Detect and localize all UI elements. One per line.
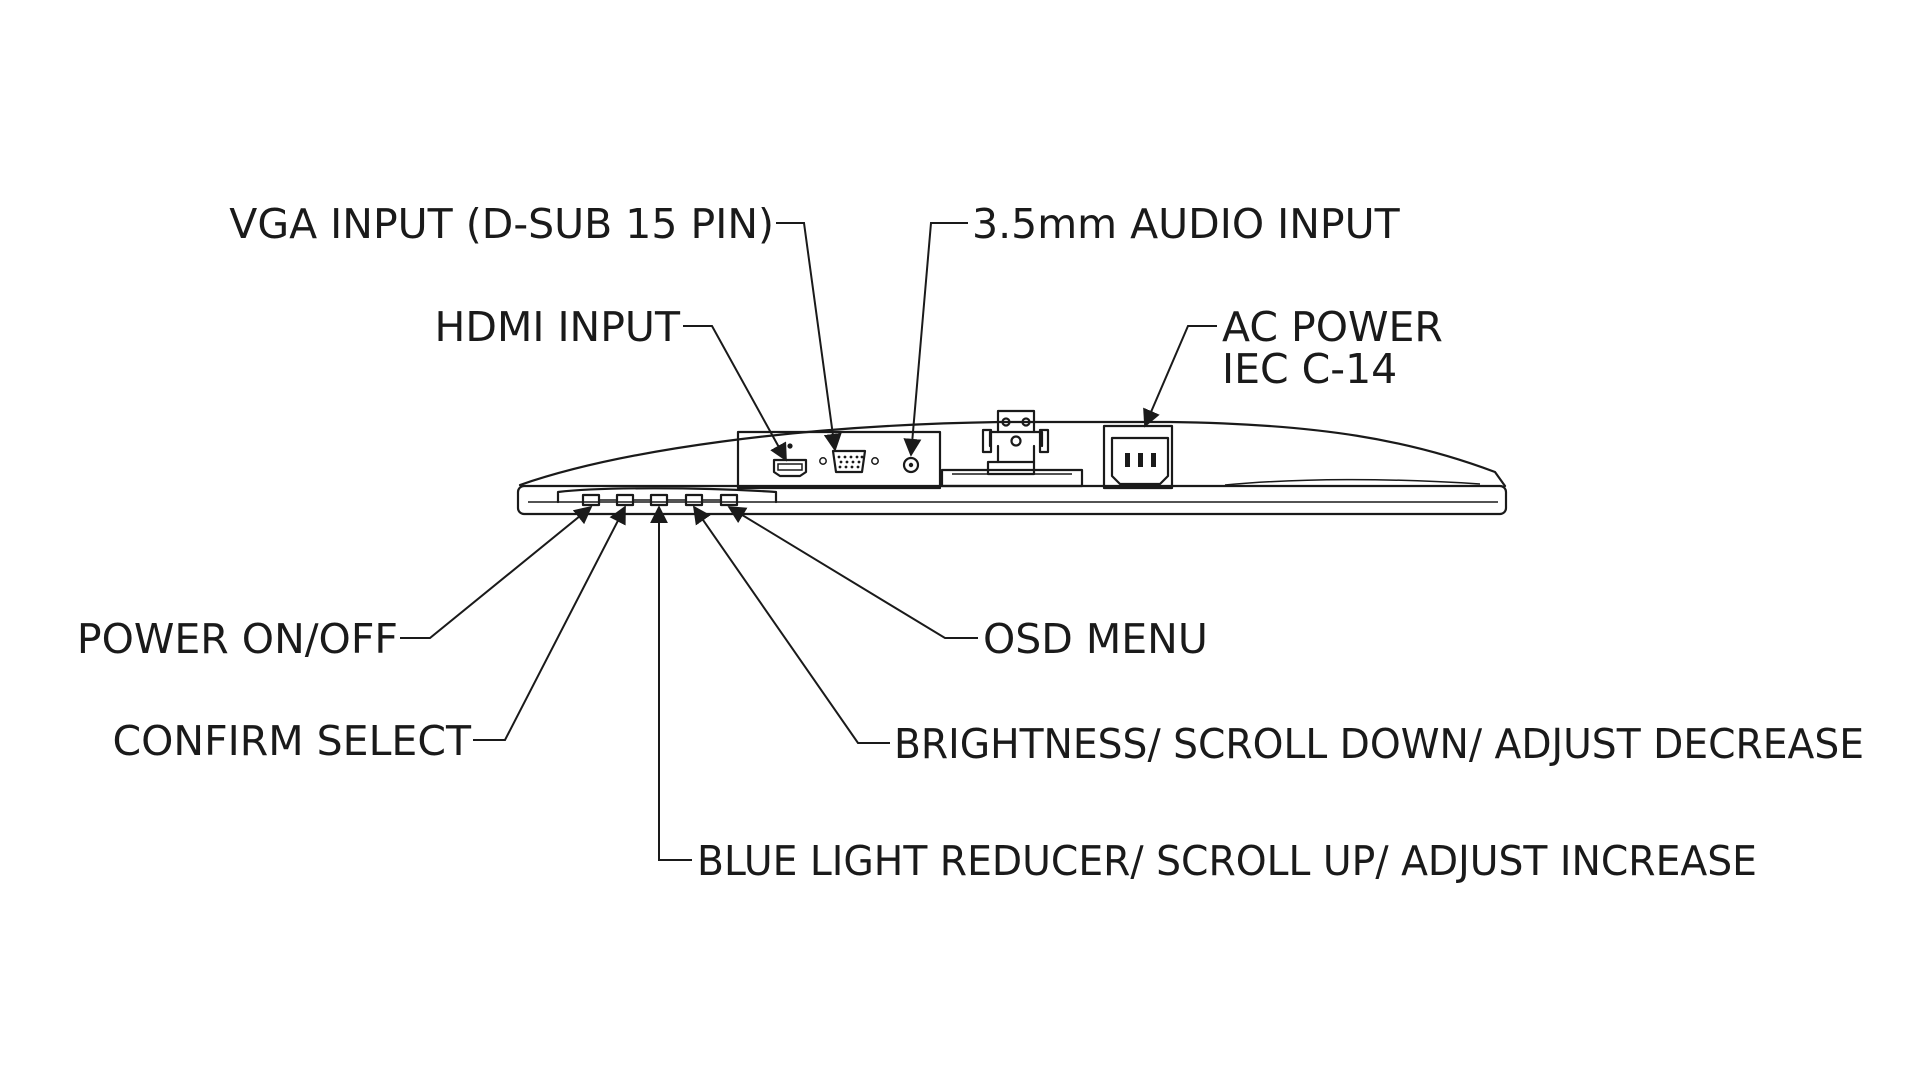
leader-ac (1143, 325, 1217, 428)
label-hdmi-input: HDMI INPUT (435, 303, 681, 351)
front-buttons (581, 493, 739, 507)
label-audio-input: 3.5mm AUDIO INPUT (972, 200, 1401, 248)
leader-hdmi (683, 325, 787, 462)
io-recess (736, 430, 942, 490)
leader-lines (400, 222, 1217, 861)
leader-brightness (692, 505, 890, 744)
leader-confirm (473, 505, 626, 741)
rear-housing-outline (518, 420, 1507, 488)
audio-jack (902, 456, 920, 474)
label-blue-light-reducer: BLUE LIGHT REDUCER/ SCROLL UP/ ADJUST IN… (697, 837, 1757, 885)
button-blue-light (649, 493, 669, 507)
vga-port (819, 449, 879, 474)
io-panel (736, 430, 942, 490)
leader-vga (776, 222, 842, 452)
monitor-body (516, 420, 1508, 516)
label-osd-menu: OSD MENU (983, 615, 1208, 663)
leader-blue-light (650, 505, 692, 861)
button-strip (556, 487, 778, 504)
label-ac-iec: IEC C-14 (1222, 345, 1397, 393)
label-ac-power: AC POWER (1222, 303, 1443, 351)
label-confirm-select: CONFIRM SELECT (113, 717, 472, 765)
leader-audio (903, 222, 968, 457)
button-osd (719, 493, 739, 507)
hdmi-indicator-dot (787, 443, 793, 449)
label-brightness: BRIGHTNESS/ SCROLL DOWN/ ADJUST DECREASE (894, 720, 1864, 768)
rear-housing-inner (1224, 478, 1481, 486)
stand-mount (940, 409, 1084, 488)
leader-power (400, 505, 593, 639)
label-power-on-off: POWER ON/OFF (77, 615, 398, 663)
button-power (581, 493, 601, 507)
button-brightness (684, 493, 704, 507)
hdmi-port (772, 443, 808, 478)
label-vga-input: VGA INPUT (D-SUB 15 PIN) (229, 200, 774, 248)
ac-power-inlet (1102, 424, 1174, 490)
leader-osd (727, 506, 978, 639)
button-confirm (615, 493, 635, 507)
callout-labels: VGA INPUT (D-SUB 15 PIN) 3.5mm AUDIO INP… (77, 200, 1864, 885)
